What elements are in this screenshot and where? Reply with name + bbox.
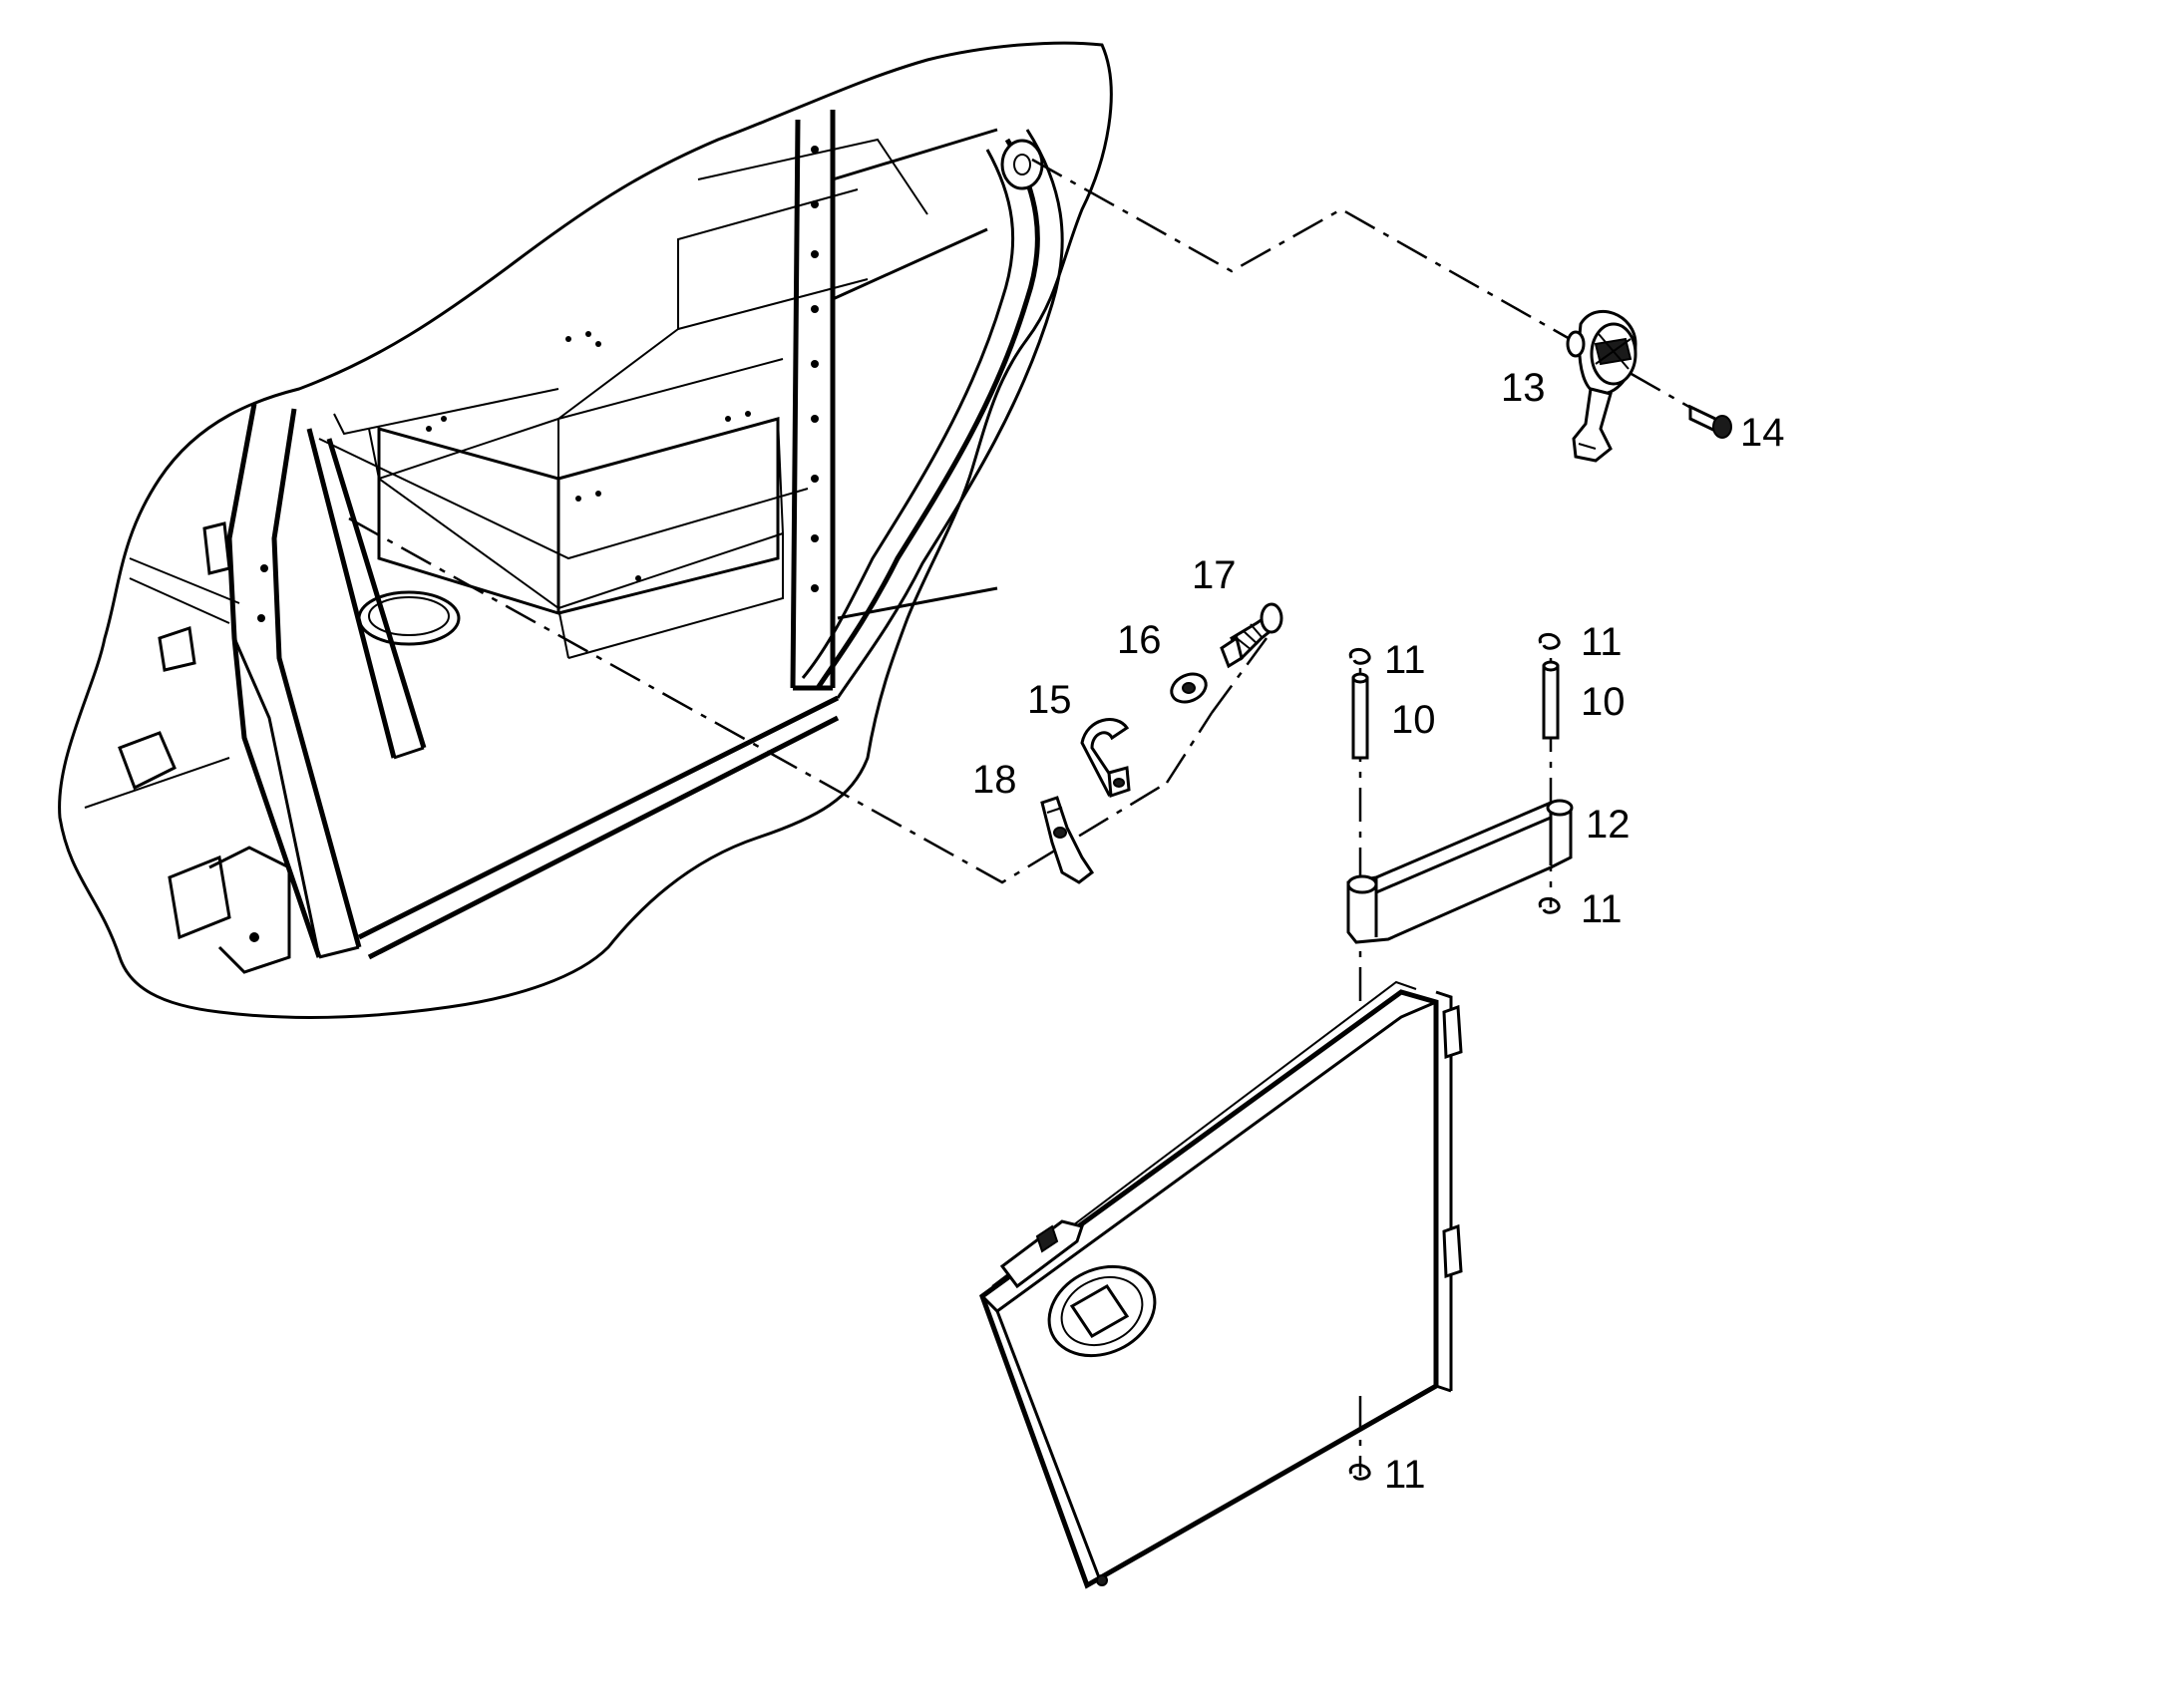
rear-pillar-side [832,128,998,620]
floor-opening-inner [368,596,450,636]
door-frame-curve-outer [836,129,1064,699]
part-11-circlip-d [1348,1464,1371,1481]
hinge-mount [1000,139,1044,190]
part-14-screw [1688,404,1732,439]
part-15-catch-plate [1080,718,1131,799]
callout-17: 17 [1192,553,1237,597]
floor-sill [357,695,840,960]
part-11-circlip-c [1538,897,1561,914]
part-17-fitting [1220,602,1283,669]
part-11-circlip-b [1538,633,1561,650]
callout-10-b: 10 [1581,680,1626,724]
part-11-circlip-a [1348,648,1371,665]
left-pillar [226,403,427,958]
callout-15: 15 [1027,678,1072,722]
part-12-link-arm [1346,799,1574,944]
callouts: 13 14 17 16 15 18 11 11 10 10 12 11 11 [972,366,1785,1497]
left-pillar-inner [232,637,425,959]
callout-16: 16 [1117,618,1162,662]
callout-12: 12 [1586,803,1631,847]
callout-11-b: 11 [1581,620,1623,664]
cutaway-outline [58,41,1113,1019]
frame-lines [84,138,928,809]
part-10-pin-a [1351,672,1369,760]
compartment-box [377,417,780,616]
callout-11-a: 11 [1384,638,1426,682]
rear-pillar [790,110,836,691]
door-frame-curve-inner [801,149,1015,679]
leader-lines [348,158,1711,1476]
part-13-latch-handle [1566,309,1637,463]
door-frame-curve [815,138,1040,690]
pillar-holes [249,146,819,942]
callout-18: 18 [972,758,1017,802]
left-brackets [118,521,231,791]
door-panel [979,980,1463,1589]
callout-13: 13 [1501,366,1546,410]
part-10-pin-b [1542,660,1560,740]
cab-frame-view [58,41,1113,1019]
lower-bracket [168,846,291,974]
floor-opening [357,590,461,646]
callout-14: 14 [1740,411,1785,455]
hinge-mount-hole [1013,154,1031,175]
part-18-latch-bracket [1040,796,1095,884]
callout-11-d: 11 [1384,1453,1426,1497]
callout-11-c: 11 [1581,887,1623,931]
callout-10-a: 10 [1391,698,1436,742]
part-16-washer [1170,672,1208,704]
